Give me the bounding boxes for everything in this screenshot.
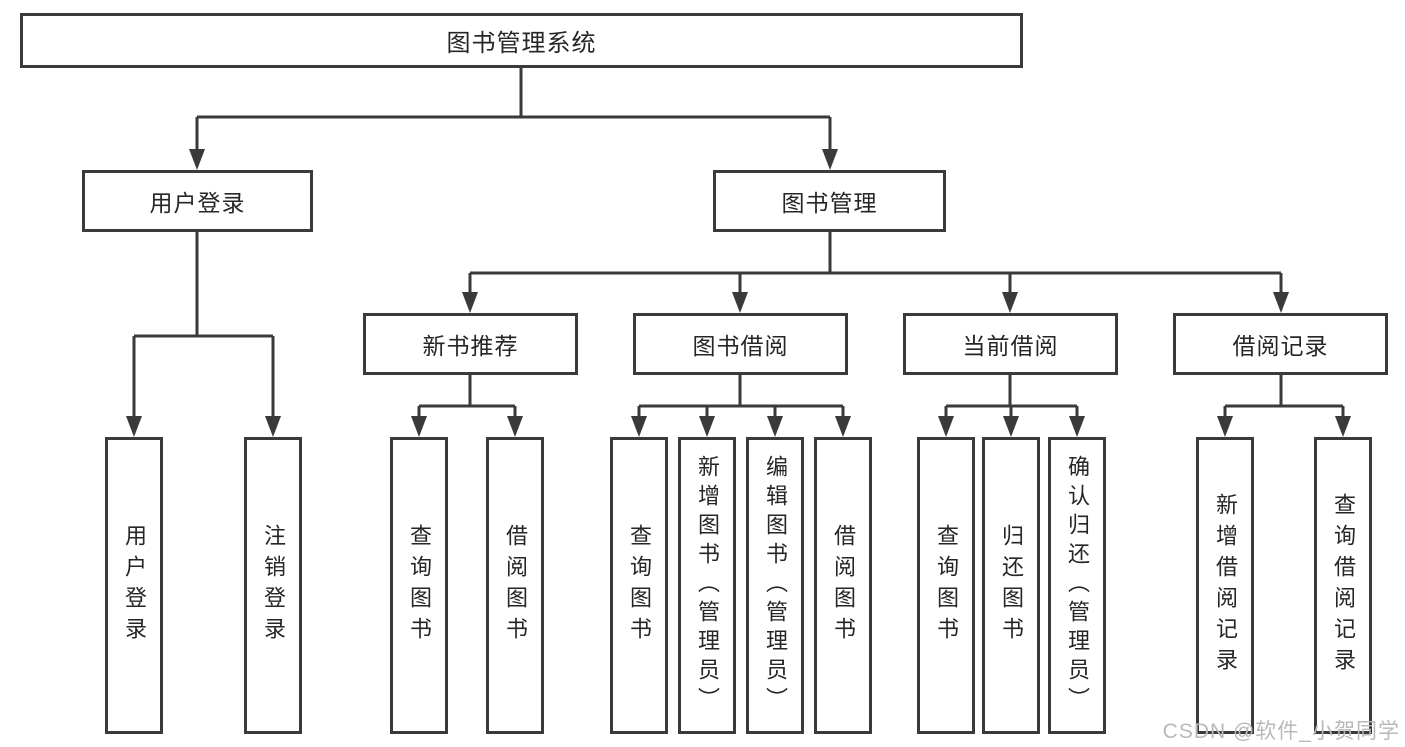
leaf-current-search-book: 查询图书: [917, 437, 975, 734]
leaf-search-borrow-record: 查询借阅记录: [1314, 437, 1372, 734]
leaf-edit-book-admin: 编辑图书（管理员）: [746, 437, 804, 734]
node-new-book-recommend: 新书推荐: [363, 313, 578, 375]
leaf-user-login-label: 用户登录: [122, 523, 147, 648]
connector-paths: [132, 68, 1345, 420]
node-root-label: 图书管理系统: [446, 30, 597, 57]
node-new-book-recommend-label: 新书推荐: [422, 333, 519, 359]
leaf-borrow-book-label: 借阅图书: [831, 523, 856, 648]
leaf-confirm-return-admin-label: 确认归还（管理员）: [1065, 455, 1090, 716]
leaf-recommend-search-book-label: 查询图书: [407, 523, 432, 648]
node-borrow-records-label: 借阅记录: [1232, 333, 1329, 359]
leaf-current-search-book-label: 查询图书: [934, 523, 959, 648]
leaf-add-book-admin: 新增图书（管理员）: [678, 437, 736, 734]
leaf-add-borrow-record: 新增借阅记录: [1196, 437, 1254, 734]
node-user-login-label: 用户登录: [149, 190, 246, 216]
node-book-management: 图书管理: [713, 170, 946, 232]
leaf-add-borrow-record-label: 新增借阅记录: [1213, 492, 1238, 679]
leaf-user-login: 用户登录: [105, 437, 163, 734]
leaf-return-book-label: 归还图书: [999, 523, 1024, 648]
leaf-logout: 注销登录: [244, 437, 302, 734]
leaf-confirm-return-admin: 确认归还（管理员）: [1048, 437, 1106, 734]
leaf-edit-book-admin-label: 编辑图书（管理员）: [763, 455, 788, 716]
node-book-borrow-label: 图书借阅: [692, 333, 789, 359]
leaf-recommend-borrow-book-label: 借阅图书: [503, 523, 528, 648]
leaf-borrow-search-book: 查询图书: [610, 437, 668, 734]
node-borrow-records: 借阅记录: [1173, 313, 1388, 375]
node-current-borrow: 当前借阅: [903, 313, 1118, 375]
node-root: 图书管理系统: [20, 13, 1023, 68]
leaf-logout-label: 注销登录: [261, 523, 286, 648]
leaf-search-borrow-record-label: 查询借阅记录: [1331, 492, 1356, 679]
node-current-borrow-label: 当前借阅: [962, 333, 1059, 359]
leaf-borrow-book: 借阅图书: [814, 437, 872, 734]
node-user-login: 用户登录: [82, 170, 313, 232]
csdn-watermark: CSDN @软件_小贺同学: [1162, 720, 1400, 743]
leaf-recommend-search-book: 查询图书: [390, 437, 448, 734]
leaf-borrow-search-book-label: 查询图书: [627, 523, 652, 648]
leaf-return-book: 归还图书: [982, 437, 1040, 734]
arrowheads: [126, 149, 1351, 437]
leaf-recommend-borrow-book: 借阅图书: [486, 437, 544, 734]
node-book-borrow: 图书借阅: [633, 313, 848, 375]
node-book-management-label: 图书管理: [781, 190, 878, 216]
leaf-add-book-admin-label: 新增图书（管理员）: [695, 455, 720, 716]
